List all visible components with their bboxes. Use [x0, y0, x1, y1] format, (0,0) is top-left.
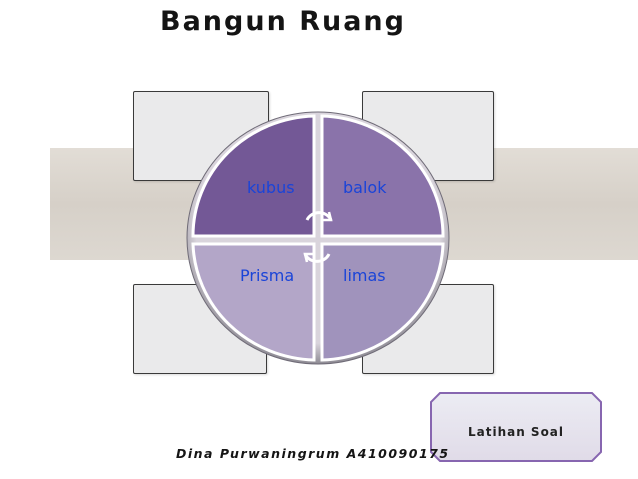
latihan-soal-button[interactable] [430, 392, 602, 462]
author-name: Dina Purwaningrum A410090175 [176, 446, 450, 461]
quadrant-kubus[interactable] [191, 114, 316, 238]
quadrant-limas[interactable] [320, 242, 445, 362]
quadrant-label-prisma[interactable]: Prisma [240, 266, 295, 285]
latihan-soal-label: Latihan Soal [467, 425, 565, 439]
page-title: Bangun Ruang [160, 6, 406, 37]
quadrant-label-limas[interactable]: limas [343, 266, 386, 285]
quadrant-label-balok[interactable]: balok [343, 178, 387, 197]
quadrant-label-kubus[interactable]: kubus [247, 178, 295, 197]
quadrant-balok[interactable] [320, 114, 445, 238]
cycle-diagram [183, 108, 453, 368]
refresh-cycle-icon [303, 211, 333, 263]
quadrant-prisma[interactable] [191, 242, 316, 362]
